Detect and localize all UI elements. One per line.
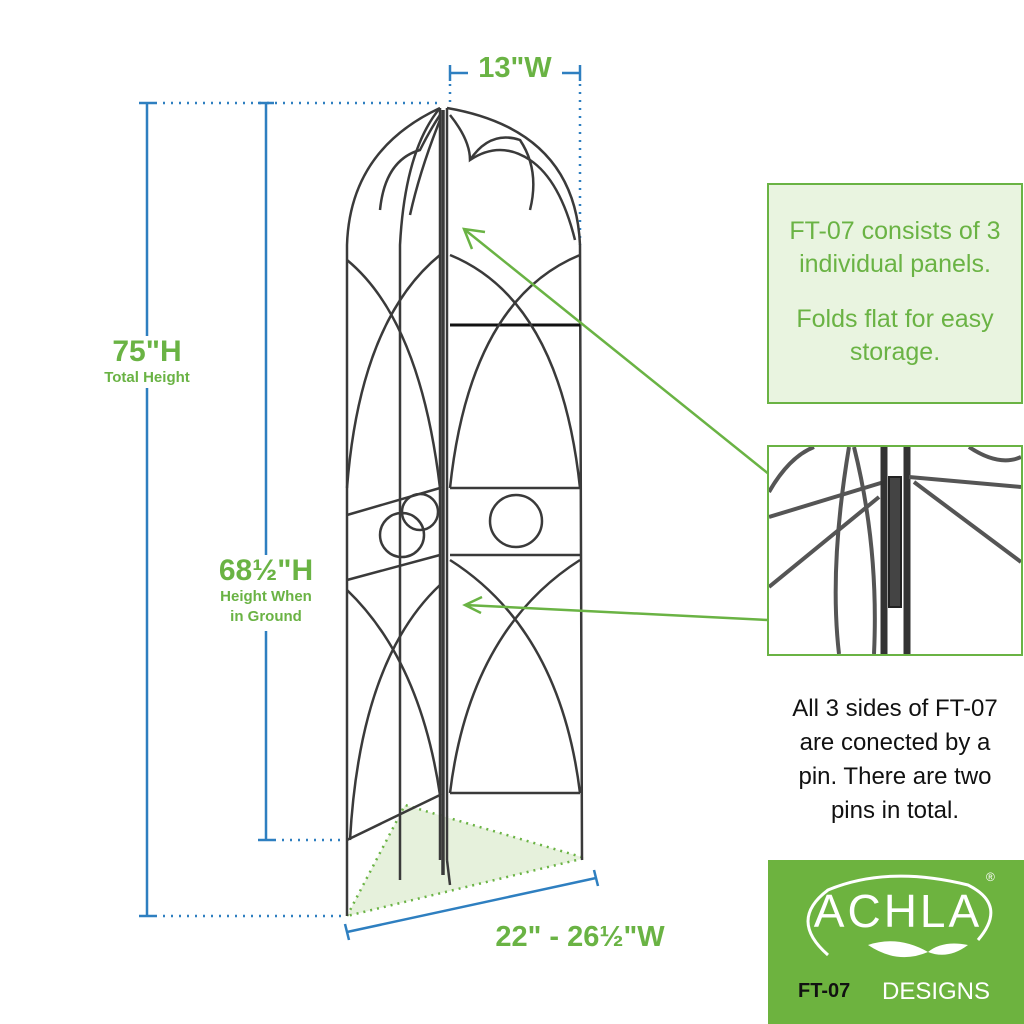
dimension-lines [139, 65, 600, 941]
logo-designs: DESIGNS [882, 978, 991, 1005]
info-line: FT-07 consists of 3 [789, 217, 1001, 245]
total-height-label: 75"H [112, 335, 182, 368]
trellis-frame [345, 106, 584, 916]
base-width-label: 22" - 26½"W [495, 921, 665, 953]
total-height-caption: Total Height [104, 369, 190, 386]
info-line: storage. [849, 338, 941, 366]
model-number: FT-07 [798, 980, 851, 1002]
achla-designs-logo: ACHLA ® FT-07 DESIGNS [768, 860, 1024, 1024]
footprint-triangle [344, 803, 590, 918]
pin-closeup-photo [767, 445, 1023, 656]
ground-height-caption-1: Height When [220, 588, 312, 605]
note-line: pins in total. [830, 797, 960, 824]
registered-mark: ® [986, 870, 995, 884]
logo-brand: ACHLA [813, 885, 983, 937]
top-width-label: 13"W [468, 52, 562, 84]
note-line: All 3 sides of FT-07 [792, 695, 998, 722]
logo-swoosh-icon [806, 874, 993, 958]
note-line: pin. There are two [798, 763, 992, 790]
pin-note: All 3 sides of FT-07 are conected by a p… [770, 692, 1020, 828]
note-line: are conected by a [799, 729, 991, 756]
info-box: FT-07 consists of 3 individual panels. F… [767, 183, 1023, 404]
info-line: individual panels. [799, 250, 991, 278]
ground-height-caption-2: in Ground [230, 608, 302, 625]
info-line: Folds flat for easy [796, 305, 994, 333]
callout-arrows [462, 227, 771, 622]
ground-height-label: 68½"H [218, 554, 314, 587]
